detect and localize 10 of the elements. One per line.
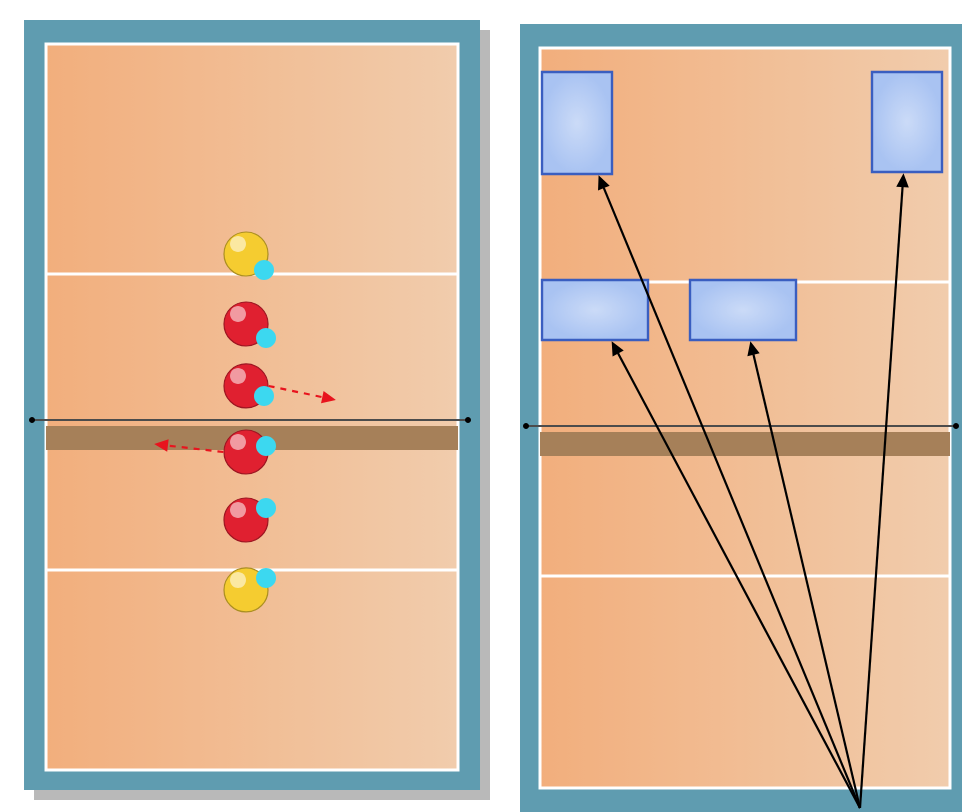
player-box xyxy=(688,278,798,342)
ball xyxy=(223,231,274,280)
ball xyxy=(223,497,276,543)
ball xyxy=(223,301,276,348)
ball xyxy=(223,429,276,475)
ball xyxy=(223,567,276,613)
player-box xyxy=(540,70,614,176)
player-box xyxy=(870,70,944,174)
player-box xyxy=(540,278,650,342)
ball xyxy=(223,363,274,409)
